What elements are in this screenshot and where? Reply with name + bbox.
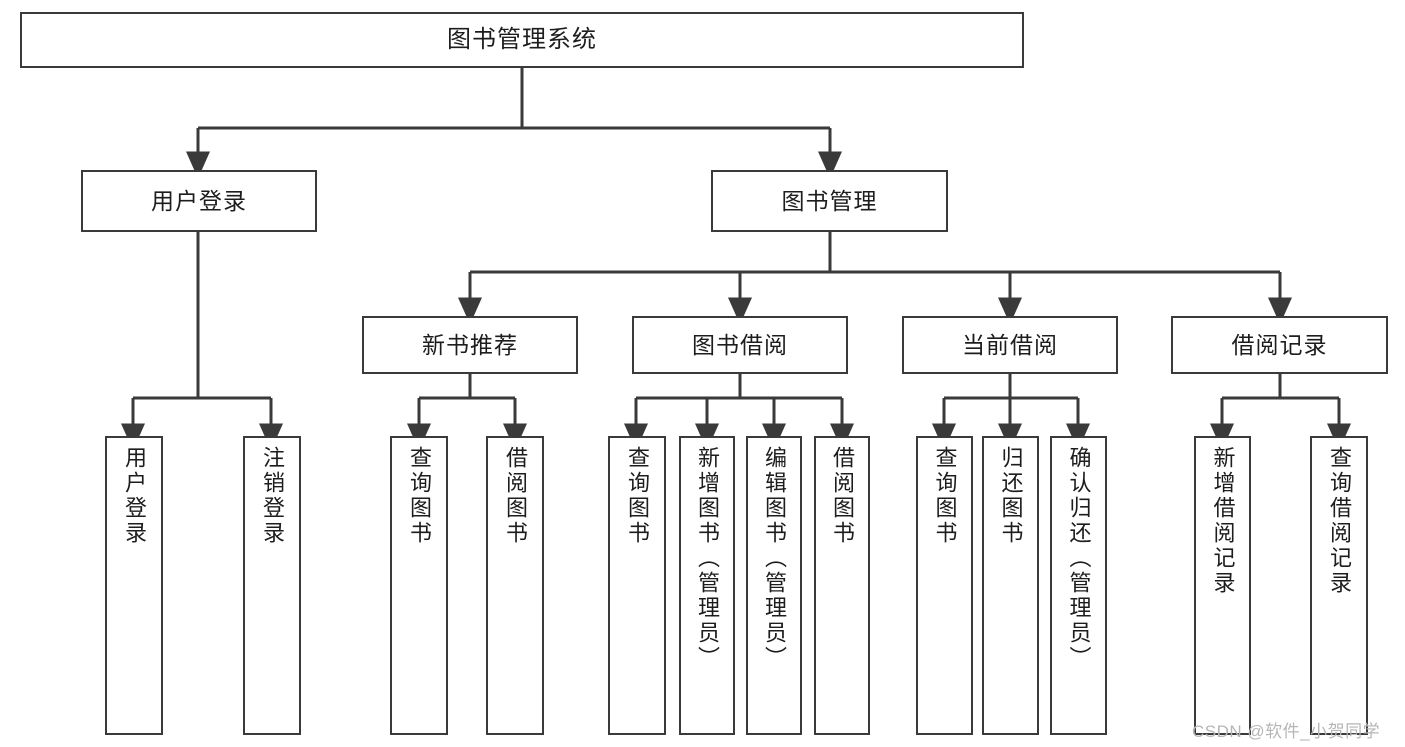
node-borrowing-records[interactable]: 借阅记录 (1171, 316, 1388, 374)
leaf-user-login[interactable]: 用户登录 (105, 436, 163, 735)
node-label: 归还图书 (998, 446, 1024, 546)
leaf-logout[interactable]: 注销登录 (243, 436, 301, 735)
leaf-borrow-books-recommend[interactable]: 借阅图书 (486, 436, 544, 735)
node-label: 编辑图书（管理员） (762, 446, 787, 671)
leaf-query-books-current[interactable]: 查询图书 (916, 436, 973, 735)
leaf-edit-book-admin[interactable]: 编辑图书（管理员） (746, 436, 802, 735)
node-label: 借阅图书 (503, 446, 528, 546)
node-label: 新书推荐 (422, 331, 518, 358)
node-book-borrowing[interactable]: 图书借阅 (632, 316, 848, 374)
node-label: 确认归还（管理员） (1066, 446, 1092, 671)
leaf-return-books[interactable]: 归还图书 (982, 436, 1039, 735)
node-label: 当前借阅 (962, 331, 1058, 358)
node-label: 图书管理 (781, 187, 878, 214)
leaf-query-books-borrowing[interactable]: 查询图书 (608, 436, 666, 735)
node-label: 新增借阅记录 (1210, 446, 1236, 596)
node-root-library-system[interactable]: 图书管理系统 (20, 12, 1024, 68)
node-user-login[interactable]: 用户登录 (81, 170, 317, 232)
node-label: 图书借阅 (692, 331, 788, 358)
node-book-management[interactable]: 图书管理 (711, 170, 948, 232)
node-label: 用户登录 (151, 187, 247, 214)
node-label: 借阅图书 (830, 446, 855, 546)
node-new-book-recommendation[interactable]: 新书推荐 (362, 316, 578, 374)
node-label: 查询图书 (932, 446, 958, 546)
watermark: CSDN @软件_小贺同学 (1192, 722, 1381, 741)
node-label: 用户登录 (122, 446, 147, 546)
leaf-add-book-admin[interactable]: 新增图书（管理员） (679, 436, 735, 735)
leaf-add-borrow-record[interactable]: 新增借阅记录 (1194, 436, 1251, 735)
node-label: 查询借阅记录 (1327, 446, 1352, 596)
leaf-confirm-return-admin[interactable]: 确认归还（管理员） (1050, 436, 1107, 735)
node-label: 注销登录 (260, 446, 285, 546)
node-label: 借阅记录 (1231, 331, 1328, 358)
leaf-borrow-books-borrowing[interactable]: 借阅图书 (814, 436, 870, 735)
node-label: 查询图书 (407, 446, 432, 546)
leaf-query-borrow-record[interactable]: 查询借阅记录 (1310, 436, 1368, 735)
node-current-borrowing[interactable]: 当前借阅 (902, 316, 1118, 374)
node-label: 查询图书 (625, 446, 650, 546)
leaf-query-books-recommend[interactable]: 查询图书 (390, 436, 448, 735)
node-label: 图书管理系统 (447, 26, 597, 54)
node-label: 新增图书（管理员） (695, 446, 720, 671)
